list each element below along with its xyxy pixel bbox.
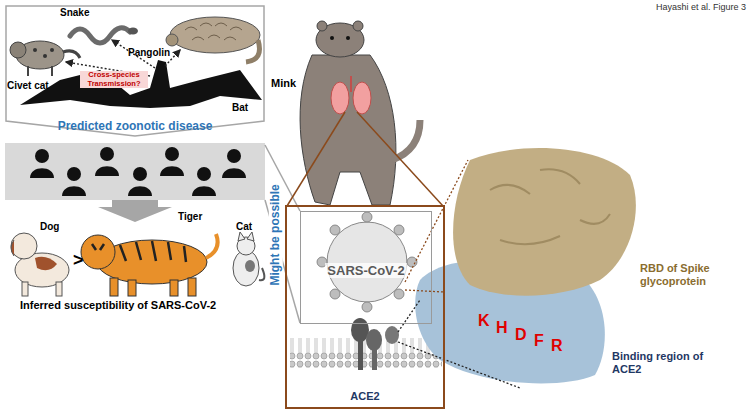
animal-label: Civet cat <box>7 80 49 92</box>
node-text-row: SARS-CoV-2 <box>301 261 431 279</box>
comparison-sign: > <box>73 250 84 271</box>
node-label: SARS-CoV-2 <box>325 263 406 278</box>
animal-label: Cat <box>236 221 252 233</box>
susceptibility-caption: Inferred susceptibility of SARS-CoV-2 <box>20 299 216 312</box>
residue-letter: H <box>496 319 508 337</box>
animal-label: Snake <box>60 7 89 19</box>
vertical-note: Might be possible <box>269 182 283 287</box>
node-label: ACE2 <box>350 390 379 402</box>
virus-box: SARS-CoV-2 <box>300 211 432 324</box>
panel-outline-shape <box>6 6 264 136</box>
node-text-row: Predicted zoonotic disease <box>5 116 265 134</box>
transmission-note: Cross-species Transmission? <box>80 71 148 88</box>
figure-id: Hayashi et al. Figure 3 <box>622 2 746 12</box>
node-text-row: ACE2 <box>287 386 443 404</box>
residue-letter: F <box>534 332 544 350</box>
residue-letter: R <box>551 337 563 355</box>
protein-label: Binding region of ACE2 <box>612 350 734 375</box>
residue-letter: D <box>515 326 527 344</box>
animal-label: Pangolin <box>128 47 170 59</box>
host-cell-box: ACE2 SARS-CoV-2 <box>285 205 445 409</box>
node-label: Predicted zoonotic disease <box>58 119 213 133</box>
animal-label: Tiger <box>178 211 202 223</box>
animal-label: Bat <box>230 102 250 114</box>
animal-label: Dog <box>40 221 59 233</box>
animal-label: Mink <box>271 77 296 90</box>
protein-label: RBD of Spike glycoprotein <box>640 262 746 287</box>
residue-letter: K <box>478 312 490 330</box>
